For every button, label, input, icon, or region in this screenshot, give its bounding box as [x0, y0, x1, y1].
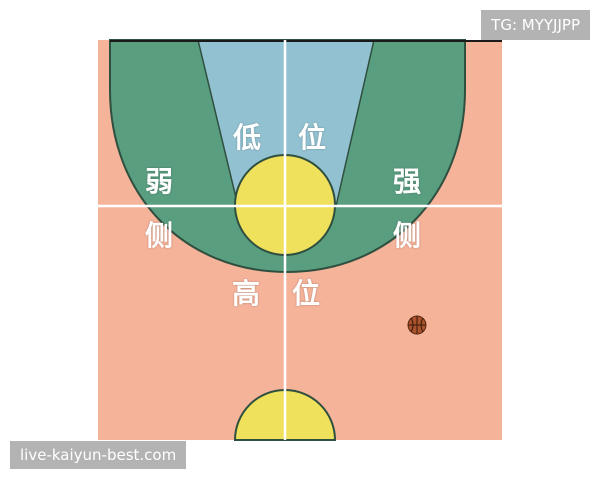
low-post-label-char-1: 低: [233, 121, 262, 154]
strong-side-label-char-2: 侧: [393, 219, 422, 252]
high-post-label-char-1: 高: [232, 277, 261, 310]
low-post-label-char-2: 位: [298, 121, 327, 154]
high-post-label-char-2: 位: [292, 277, 321, 310]
weak-side-label-char-1: 弱: [145, 165, 174, 198]
weak-side-label-char-2: 侧: [145, 219, 174, 252]
basketball-icon: [407, 315, 427, 335]
watermark-bottom: live-kaiyun-best.com: [10, 441, 187, 469]
strong-side-label-char-1: 强: [393, 165, 422, 198]
watermark-top: TG: MYYJJPP: [481, 10, 590, 40]
